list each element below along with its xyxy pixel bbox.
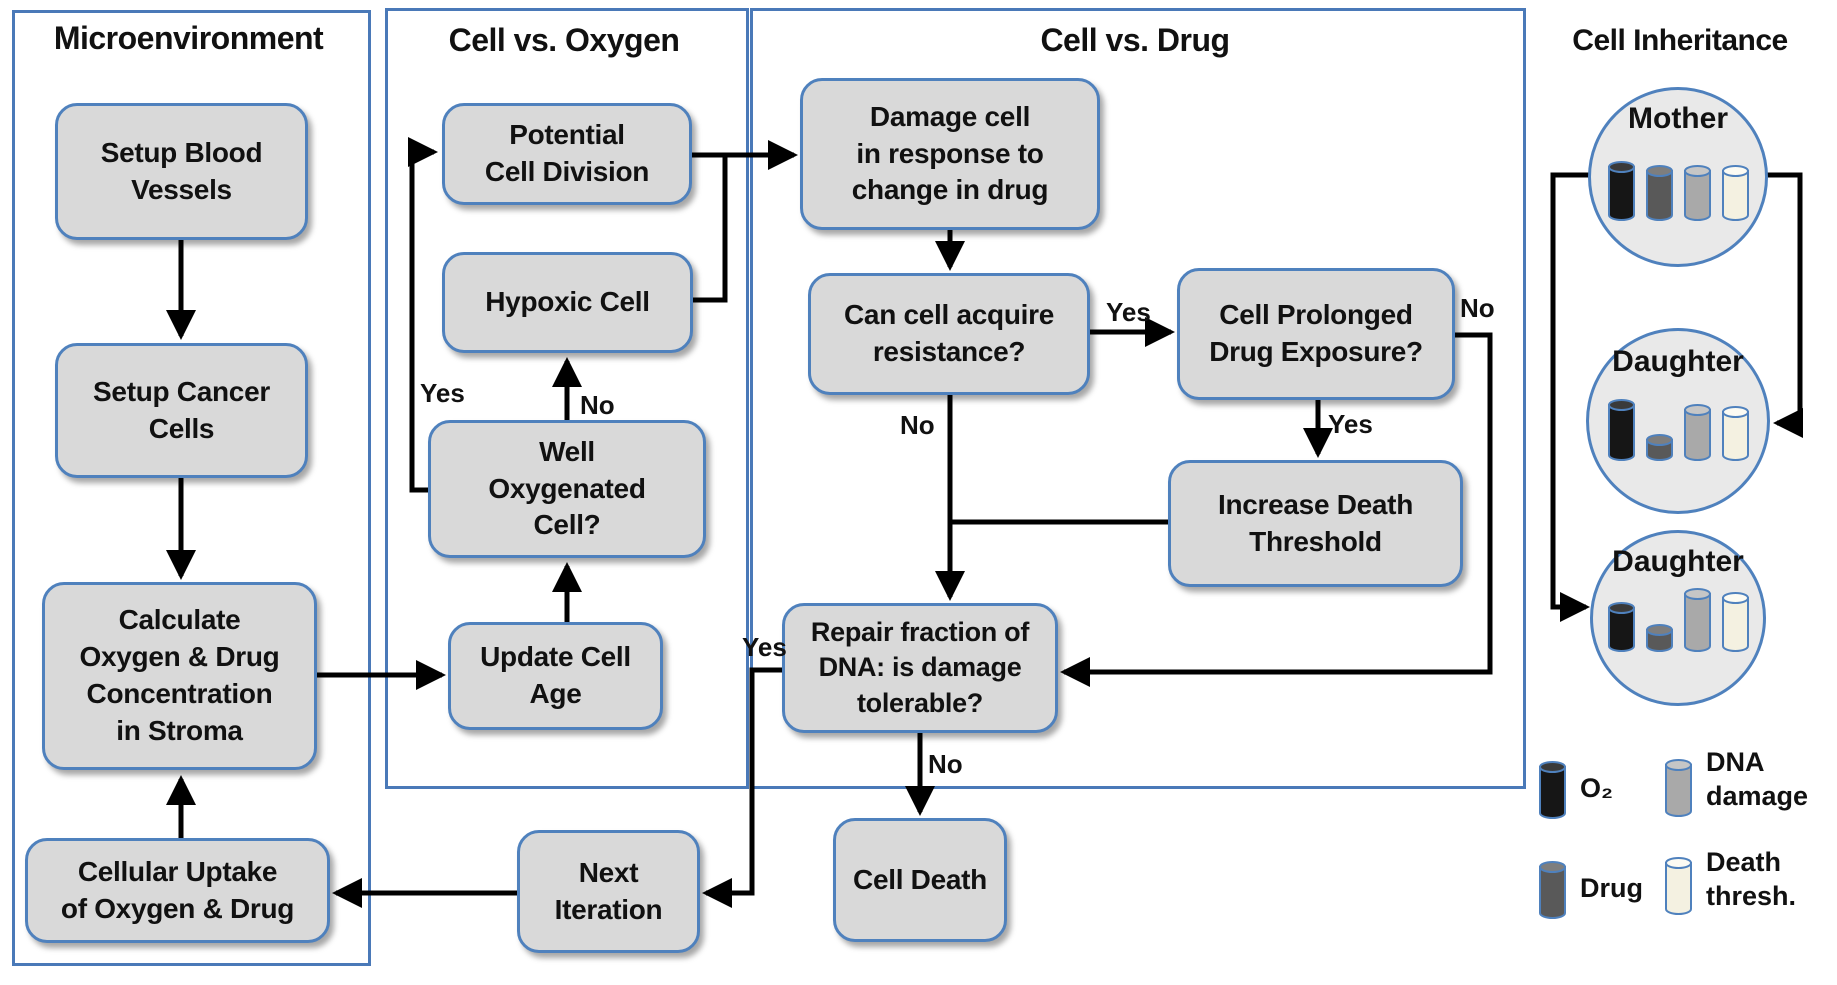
node-damage-cell: Damage cell in response to change in dru… [800,78,1100,230]
daughter1-cell-label: Daughter [1612,345,1744,378]
cylinder-o2 [1607,161,1635,221]
panel-cell-vs-drug [750,8,1526,789]
edge-label-acquire-yes: Yes [1106,297,1151,327]
cylinder-o2 [1607,399,1635,461]
arrow-repair-yes-to-next-iteration [701,667,782,908]
legend-death-label: Death thresh. [1706,847,1797,911]
edge-label-well-no: No [580,390,615,420]
panel-cell-vs-oxygen [385,8,749,789]
cylinder-o2 [1607,602,1635,652]
cylinder-dna [1665,759,1692,817]
node-can-acquire-resistance: Can cell acquire resistance? [808,273,1090,395]
daughter2-cell-label: Daughter [1612,545,1744,578]
node-increase-death-threshold: Increase Death Threshold [1168,460,1463,587]
cylinder-dna [1683,588,1711,652]
cylinder-drug [1645,434,1673,461]
cylinder-drug [1645,165,1673,221]
daughter2-cell-circle: Daughter [1590,530,1766,706]
node-calculate-concentration: Calculate Oxygen & Drug Concentration in… [42,582,317,770]
edge-label-prolonged-no: No [1460,293,1495,323]
edge-label-well-yes: Yes [420,378,465,408]
line-hypoxic-join [693,155,728,303]
edge-label-repair-yes: Yes [742,632,787,662]
cylinder-dna [1683,165,1711,221]
node-next-iteration: Next Iteration [517,830,700,953]
daughter1-cell-bars [1589,398,1767,466]
daughter1-cell-circle: Daughter [1586,328,1770,514]
legend-o2-label: O₂ [1580,773,1613,803]
node-hypoxic-cell: Hypoxic Cell [442,252,693,353]
arrow-mother-to-daughter1 [1767,172,1803,438]
legend-dna-cylinder [1663,758,1694,827]
node-cell-prolonged-exposure: Cell Prolonged Drug Exposure? [1177,268,1455,400]
legend-dna-label: DNA damage [1706,747,1809,811]
cylinder-dna [1683,404,1711,461]
node-setup-cancer-cells: Setup Cancer Cells [55,343,308,478]
cylinder-drug [1645,624,1673,652]
arrow-prolonged-no-to-repair [1059,332,1493,687]
cylinder-drug [1539,861,1566,919]
title-microenvironment: Microenvironment [53,20,324,56]
panel-microenvironment [12,10,371,966]
node-repair-fraction-dna: Repair fraction of DNA: is damage tolera… [782,603,1058,733]
mother-cell-label: Mother [1628,102,1728,135]
cylinder-death [1721,592,1749,652]
cylinder-death [1665,857,1692,915]
cylinder-death [1721,165,1749,221]
arrow-well-yes-to-potential-division [408,137,439,493]
title-cell-vs-drug: Cell vs. Drug [1040,22,1230,58]
legend-death-cylinder [1663,856,1694,925]
edge-label-prolonged-yes: Yes [1328,409,1373,439]
arrow-mother-to-daughter2 [1550,172,1591,622]
node-update-cell-age: Update Cell Age [448,622,663,730]
title-cell-inheritance: Cell Inheritance [1572,24,1788,57]
daughter2-cell-bars [1593,587,1763,657]
edge-label-acquire-no: No [900,410,935,440]
cylinder-o2 [1539,761,1566,819]
mother-cell-bars [1591,160,1765,226]
cylinder-death [1721,406,1749,461]
node-setup-blood-vessels: Setup Blood Vessels [55,103,308,240]
node-potential-cell-division: Potential Cell Division [442,103,692,205]
node-well-oxygenated-cell: Well Oxygenated Cell? [428,420,706,558]
legend-drug-label: Drug [1580,873,1643,903]
legend-drug-cylinder [1537,860,1568,929]
node-cell-death: Cell Death [833,818,1007,942]
legend-o2-cylinder [1537,760,1568,829]
mother-cell-circle: Mother [1588,87,1768,267]
title-cell-vs-oxygen: Cell vs. Oxygen [448,22,680,58]
node-cellular-uptake: Cellular Uptake of Oxygen & Drug [25,838,330,943]
edge-label-repair-no: No [928,749,963,779]
